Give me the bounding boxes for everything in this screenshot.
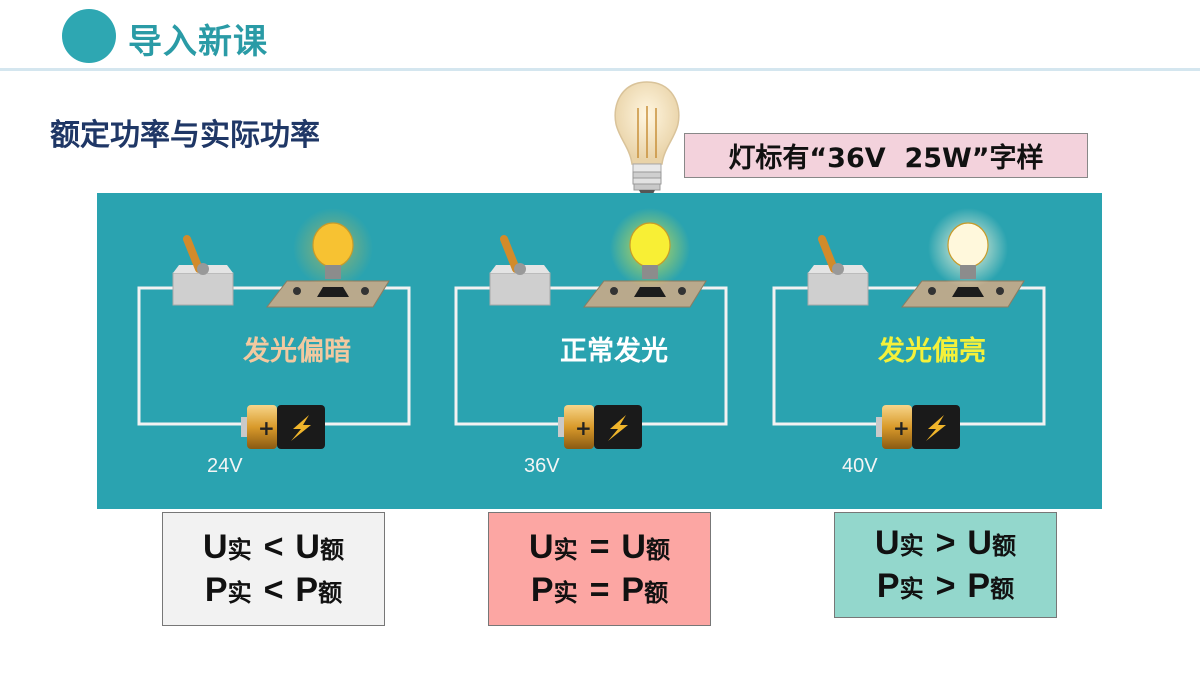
- relation-operator: >: [936, 524, 956, 563]
- battery-plus-icon: +: [258, 416, 275, 440]
- relation-symbol: U: [529, 528, 554, 567]
- relation-subscript: 实: [228, 530, 252, 565]
- switch-pivot: [197, 263, 209, 275]
- circuit-bright: + 发光偏亮 40V: [772, 193, 1082, 509]
- switch-base: [173, 273, 233, 305]
- relation-subscript: 额: [320, 530, 344, 565]
- relation-subscript: 额: [318, 573, 342, 608]
- relation-subscript: 实: [900, 569, 924, 604]
- relation-symbol: U: [295, 528, 320, 567]
- terminal-right: [361, 287, 369, 295]
- switch-lever: [504, 239, 516, 269]
- circuit-normal: + 正常发光 36V: [454, 193, 764, 509]
- switch-base: [808, 273, 868, 305]
- bulb-rating-label: 灯标有“36V 25W”字样: [684, 133, 1088, 178]
- circuit-state-label: 发光偏暗: [177, 329, 417, 368]
- switch-lever: [822, 239, 834, 269]
- page-title: 导入新课: [128, 14, 268, 63]
- circuit-state-label: 正常发光: [494, 329, 734, 368]
- switch-pivot: [832, 263, 844, 275]
- relation-subscript: 额: [646, 530, 670, 565]
- bulb-glass: [948, 223, 988, 267]
- relation-symbol: U: [967, 524, 992, 563]
- battery-plus-icon: +: [575, 416, 592, 440]
- terminal-left: [293, 287, 301, 295]
- switch-base: [490, 273, 550, 305]
- voltage-label: 24V: [207, 455, 243, 478]
- bulb-base: [642, 265, 658, 279]
- relation-operator: =: [590, 528, 610, 567]
- header-circle-icon: [62, 9, 116, 63]
- relation-operator: <: [264, 571, 284, 610]
- relation-subscript: 额: [990, 569, 1014, 604]
- relation-symbol: U: [875, 524, 900, 563]
- terminal-right: [678, 287, 686, 295]
- switch-lever: [187, 239, 199, 269]
- led-bulb-image: [608, 78, 686, 204]
- switch-pivot: [514, 263, 526, 275]
- relation-operator: <: [264, 528, 284, 567]
- relation-subscript: 实: [554, 573, 578, 608]
- header-divider: [0, 68, 1200, 71]
- relation-subscript: 额: [644, 573, 668, 608]
- voltage-label: 36V: [524, 455, 560, 478]
- relation-symbol: P: [877, 567, 900, 606]
- relation-symbol: U: [203, 528, 228, 567]
- relation-operator: >: [936, 567, 956, 606]
- voltage-label: 40V: [842, 455, 878, 478]
- relation-symbol: P: [621, 571, 644, 610]
- circuit-dim: + 发光偏暗 24V: [137, 193, 447, 509]
- relation-symbol: P: [205, 571, 228, 610]
- relation-subscript: 额: [992, 526, 1016, 561]
- relation-symbol: P: [295, 571, 318, 610]
- relation-symbol: U: [621, 528, 646, 567]
- terminal-left: [610, 287, 618, 295]
- relation-subscript: 实: [900, 526, 924, 561]
- bulb-glass: [313, 223, 353, 267]
- terminal-right: [996, 287, 1004, 295]
- relation-symbol: P: [967, 567, 990, 606]
- relation-symbol: P: [531, 571, 554, 610]
- bulb-base: [960, 265, 976, 279]
- relation-subscript: 实: [228, 573, 252, 608]
- bulb-base: [325, 265, 341, 279]
- relation-operator: =: [590, 571, 610, 610]
- relation-subscript: 实: [554, 530, 578, 565]
- battery-plus-icon: +: [893, 416, 910, 440]
- circuit-panel: + 发光偏暗 24V + 正常发光 36V + 发光偏亮 40V: [97, 193, 1102, 509]
- terminal-left: [928, 287, 936, 295]
- circuit-state-label: 发光偏亮: [812, 329, 1052, 368]
- bulb-glass: [630, 223, 670, 267]
- section-title: 额定功率与实际功率: [50, 110, 320, 154]
